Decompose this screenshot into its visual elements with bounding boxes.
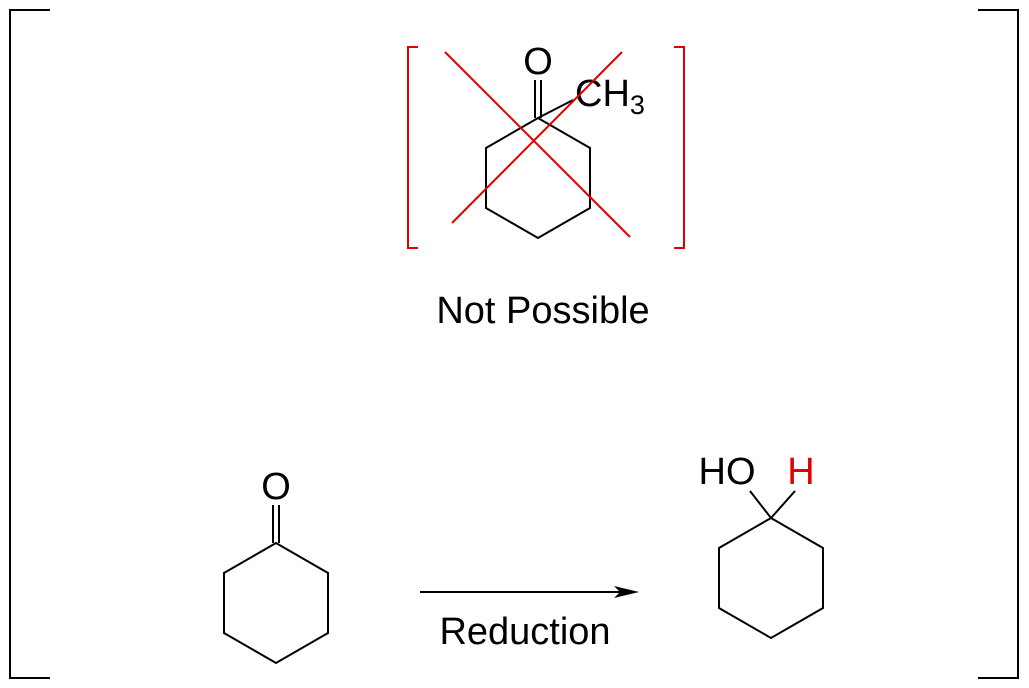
red-cross-mark — [444, 51, 631, 238]
not-possible-caption: Not Possible — [436, 290, 649, 332]
methyl-ketone-structure — [485, 80, 591, 240]
outer-bracket-left — [9, 9, 50, 679]
outer-bracket-right — [978, 9, 1019, 679]
hydrogen-label: H — [787, 451, 814, 493]
reaction-arrow — [420, 586, 639, 598]
cyclohexanone-structure — [223, 505, 329, 665]
cyclohexanol-structure — [718, 490, 824, 640]
oxygen-label: O — [523, 41, 553, 83]
red-bracket-right — [674, 46, 685, 249]
hydroxyl-label: HO — [699, 451, 756, 493]
red-bracket-left — [407, 46, 418, 249]
methyl-label: CH3 — [575, 73, 645, 120]
reduction-label: Reduction — [439, 611, 610, 653]
reactant-oxygen-label: O — [261, 466, 291, 508]
